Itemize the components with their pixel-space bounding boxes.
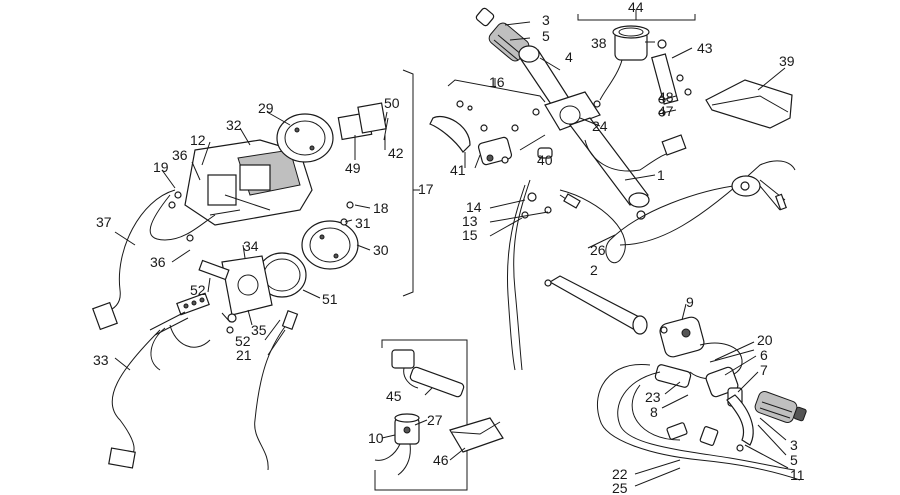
callout-10: 10 (368, 430, 384, 446)
callout-17: 17 (418, 181, 434, 197)
callout-21: 21 (236, 347, 252, 363)
callout-14: 14 (466, 199, 482, 215)
callout-45: 45 (386, 388, 402, 404)
switch-plug-b (699, 426, 719, 446)
callout-11: 11 (790, 467, 805, 483)
callout-16: 16 (489, 74, 505, 90)
callout-26: 26 (590, 242, 606, 258)
bracket-17 (402, 69, 414, 297)
callout-46: 46 (433, 452, 449, 468)
callout-35: 35 (251, 322, 267, 338)
callout-52-top: 52 (190, 282, 206, 298)
callout-12: 12 (190, 132, 206, 148)
ignition-inset-group (374, 339, 504, 491)
connector-block (239, 164, 271, 191)
callout-4: 4 (565, 49, 573, 65)
callout-34: 34 (243, 238, 259, 254)
connector-37 (92, 301, 118, 331)
callout-18: 18 (373, 200, 389, 216)
brake-lever (726, 394, 754, 446)
callout-36-top: 36 (172, 147, 188, 163)
callout-29: 29 (258, 100, 274, 116)
clutch-lever (429, 116, 471, 153)
instrument-cluster-group (92, 69, 420, 471)
callout-25: 25 (612, 480, 628, 495)
callout-47: 47 (658, 103, 674, 119)
bar-end-weight (475, 7, 495, 27)
callout-8: 8 (650, 404, 658, 420)
callout-22: 22 (612, 466, 628, 482)
callout-36-mid: 36 (150, 254, 166, 270)
throttle-housing (654, 364, 692, 388)
callout-42: 42 (388, 145, 404, 161)
callout-13: 13 (462, 213, 478, 229)
relay-block (207, 174, 237, 206)
reservoir-bracket (651, 53, 679, 105)
connector-33 (108, 447, 136, 469)
callout-40: 40 (537, 152, 553, 168)
inset-frame (374, 339, 468, 491)
callout-41: 41 (450, 162, 466, 178)
switch-connector (661, 134, 687, 156)
callout-5: 5 (542, 28, 550, 44)
callout-15: 15 (462, 227, 478, 243)
callout-labels: 3 5 4 44 38 43 39 16 48 47 24 40 41 1 14… (93, 0, 805, 495)
callout-49: 49 (345, 160, 361, 176)
callout-2: 2 (590, 262, 598, 278)
parts-bag (705, 79, 793, 129)
indicator-lens (357, 102, 387, 134)
callout-3-bottom: 3 (790, 437, 798, 453)
mounting-plate (221, 255, 273, 316)
callout-51: 51 (322, 291, 338, 307)
callout-27: 27 (427, 412, 443, 428)
callout-39: 39 (779, 53, 795, 69)
callout-9: 9 (686, 294, 694, 310)
callout-32: 32 (226, 117, 242, 133)
handlebar-clamp (544, 91, 601, 131)
bar-end-right (793, 406, 807, 422)
callout-50: 50 (384, 95, 400, 111)
callout-30: 30 (373, 242, 389, 258)
switch-plug-a (666, 422, 688, 440)
choke-bracket (391, 349, 415, 369)
callout-24: 24 (592, 118, 608, 134)
callout-5-bottom: 5 (790, 452, 798, 468)
callout-7: 7 (760, 362, 768, 378)
callout-52-bottom: 52 (235, 333, 251, 349)
callout-44: 44 (628, 0, 644, 15)
handlebar-top-group (429, 7, 796, 371)
handlebar-tube (569, 117, 649, 206)
handlebar-right-group (544, 275, 807, 487)
callout-3: 3 (542, 12, 550, 28)
handlebar-right (548, 275, 647, 331)
right-switch-housing (659, 316, 705, 358)
callout-31: 31 (355, 215, 371, 231)
callout-33: 33 (93, 352, 109, 368)
callout-20: 20 (757, 332, 773, 348)
callout-48: 48 (658, 89, 674, 105)
callout-23: 23 (645, 389, 661, 405)
choke-lever (409, 366, 465, 398)
callout-19: 19 (153, 159, 169, 175)
callout-38: 38 (591, 35, 607, 51)
key-envelope (449, 417, 504, 453)
callout-37: 37 (96, 214, 112, 230)
callout-43: 43 (697, 40, 713, 56)
callout-6: 6 (760, 347, 768, 363)
callout-1: 1 (657, 167, 665, 183)
